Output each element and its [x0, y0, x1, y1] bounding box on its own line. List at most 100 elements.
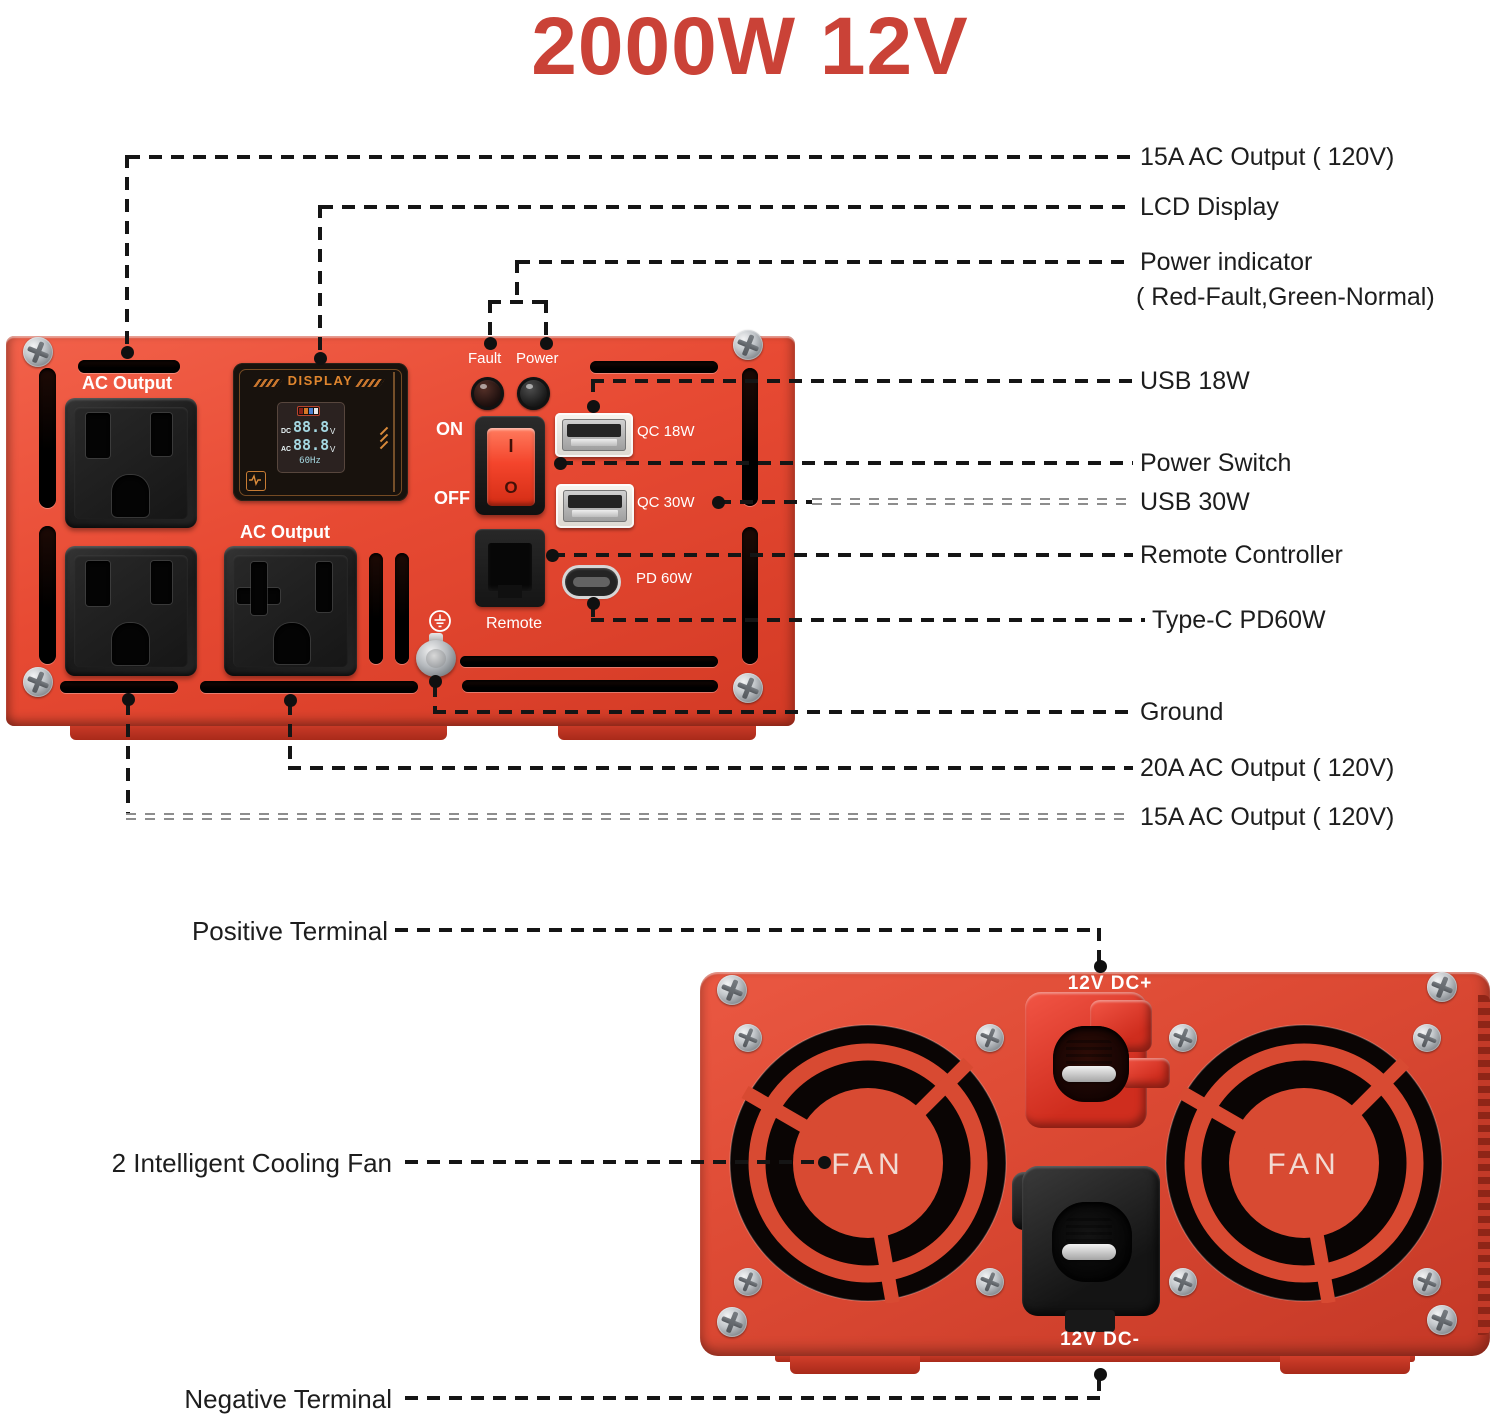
screw-icon — [1413, 1024, 1441, 1052]
usb-opening — [567, 424, 621, 437]
screw-icon — [976, 1024, 1004, 1052]
ac-outlet-20a — [224, 546, 357, 676]
outlet-ground-hole — [274, 623, 310, 664]
vent-slot — [78, 360, 180, 373]
screw-icon — [1169, 1268, 1197, 1296]
callout-line — [560, 461, 1133, 465]
callout-label-power-indicator-2: ( Red-Fault,Green-Normal) — [1136, 283, 1435, 311]
ac-unit: V — [330, 445, 336, 454]
vent-slot — [742, 527, 758, 664]
usb-port-qc30 — [556, 484, 634, 528]
callout-line — [125, 155, 129, 352]
qc18-label: QC 18W — [637, 423, 695, 440]
callout-label-power-switch: Power Switch — [1140, 449, 1292, 477]
ground-bolt — [416, 640, 456, 677]
callout-label-remote: Remote Controller — [1140, 541, 1343, 569]
callout-dot — [284, 694, 297, 707]
screw-icon — [717, 1307, 747, 1337]
ac-outlet-15a-top — [65, 398, 197, 528]
frequency-value: 60Hz — [299, 456, 321, 466]
callout-label-usb18: USB 18W — [1140, 367, 1250, 395]
outlet-slot — [151, 413, 172, 456]
remote-label: Remote — [486, 615, 543, 632]
positive-terminal-collar — [1062, 1066, 1116, 1082]
ac-output-label-1: AC Output — [82, 373, 172, 393]
lcd-display-title: DISPLAY — [287, 373, 354, 388]
callout-label-typec: Type-C PD60W — [1152, 606, 1326, 634]
callout-label-negative-terminal: Negative Terminal — [184, 1384, 392, 1414]
screw-icon — [734, 1024, 762, 1052]
positive-terminal-cavity — [1053, 1026, 1129, 1102]
usb-shell — [562, 419, 626, 451]
callout-dot — [1094, 1368, 1107, 1381]
callout-dot — [546, 549, 559, 562]
screw-icon — [734, 1268, 762, 1296]
screw-icon — [1427, 1305, 1457, 1335]
callout-line — [591, 618, 1145, 622]
callout-label-ac15-top: 15A AC Output ( 120V) — [1140, 143, 1395, 171]
callout-line — [288, 702, 292, 768]
callout-dot — [712, 496, 725, 509]
negative-terminal-cavity — [1052, 1202, 1132, 1282]
rear-foot-rail — [775, 1352, 1415, 1362]
type-c-opening — [573, 577, 610, 587]
callout-dot — [587, 400, 600, 413]
callout-line — [517, 260, 1133, 264]
callout-dot — [1094, 960, 1107, 973]
screw-icon — [1427, 972, 1457, 1002]
callout-line — [433, 684, 437, 712]
dc-minus-label: 12V DC- — [1060, 1329, 1140, 1350]
vent-slot — [39, 526, 56, 664]
callout-line — [718, 500, 812, 504]
negative-terminal-stud — [1066, 1218, 1112, 1244]
page-title: 2000W 12V — [531, 1, 969, 92]
screw-icon — [1169, 1024, 1197, 1052]
usb-shell — [563, 490, 627, 522]
power-indicator-led — [517, 377, 550, 410]
vent-slot — [395, 553, 409, 664]
fan-label-left: FAN — [831, 1148, 904, 1181]
outlet-ground-hole — [112, 623, 149, 665]
waveform-icon — [246, 471, 266, 491]
usb-port-qc18 — [555, 413, 633, 457]
vent-slot — [39, 368, 56, 508]
fault-label: Fault — [468, 350, 502, 367]
callout-dot — [587, 597, 600, 610]
callout-dot — [122, 693, 135, 706]
outlet-t-slot-vertical — [251, 562, 267, 615]
screw-icon — [1413, 1268, 1441, 1296]
vent-slot — [462, 680, 718, 692]
callout-line — [318, 205, 322, 358]
power-switch-rocker — [487, 428, 535, 506]
callout-line — [552, 553, 1133, 557]
callout-label-usb30: USB 30W — [1140, 488, 1250, 516]
callout-line — [395, 928, 1100, 932]
fan-label-right: FAN — [1267, 1148, 1340, 1181]
dc-voltage-value: 88.8 — [293, 418, 330, 436]
callout-line — [544, 300, 548, 339]
power-label: Power — [516, 350, 559, 367]
lcd-accent-line — [393, 372, 395, 492]
off-label: OFF — [434, 488, 470, 508]
callout-label-cooling-fan: 2 Intelligent Cooling Fan — [111, 1148, 392, 1178]
outlet-slot — [316, 562, 332, 612]
callout-line — [127, 155, 1133, 159]
outlet-slot — [86, 413, 110, 458]
ac-label: AC — [281, 446, 292, 453]
callout-line-gray — [126, 813, 1133, 820]
positive-terminal-stud — [1066, 1040, 1112, 1066]
screw-icon — [733, 673, 763, 703]
screw-icon — [733, 330, 763, 360]
screw-icon — [23, 337, 53, 367]
callout-dot — [540, 337, 553, 350]
on-label: ON — [436, 419, 463, 439]
callout-label-power-indicator: Power indicator — [1140, 248, 1313, 276]
usb-tongue — [571, 439, 617, 446]
usb-tongue — [572, 510, 618, 517]
ac-output-label-2: AC Output — [240, 522, 330, 542]
outlet-ground-hole — [112, 475, 149, 517]
heatsink-fins — [1478, 995, 1490, 1335]
callout-line — [591, 379, 1133, 383]
rear-foot-right — [1280, 1354, 1410, 1374]
